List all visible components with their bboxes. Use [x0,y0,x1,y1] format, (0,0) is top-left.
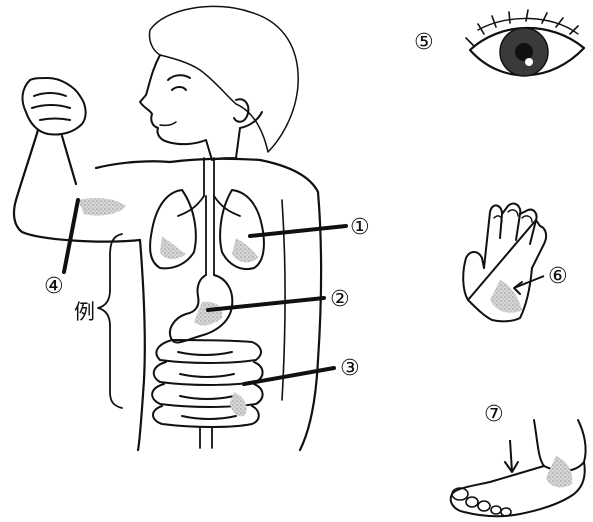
fist [23,78,86,135]
label-6: ⑥ [548,266,568,288]
pointer-7 [510,440,512,472]
esophagus [206,196,214,275]
eye-highlight [525,58,533,66]
bicep-shading [78,198,126,216]
heel-shading [546,456,572,487]
lung-right-shading [232,238,258,262]
label-2: ② [330,289,350,311]
hand-figure [463,204,546,322]
eye-figure [466,10,584,76]
hair [149,6,298,152]
pointer-3 [244,368,334,384]
example-brace [98,234,122,408]
label-3: ③ [340,358,360,380]
face-brow [168,75,190,80]
label-1: ① [350,217,370,239]
label-4: ④ [44,276,64,298]
label-7: ⑦ [484,404,504,426]
pointer-lines [64,200,346,384]
torso-side-line [282,200,285,400]
pointer-2 [208,298,324,310]
pointer-6-arrowhead [514,282,522,294]
lung-left-shading [160,236,186,259]
pointer-1 [250,226,346,236]
human-figure [14,6,321,450]
face-eye [172,87,186,90]
label-5: ⑤ [414,32,434,54]
rectum [200,428,212,448]
pointer-4 [64,200,78,272]
foot-figure [451,420,586,516]
face-mouth [160,122,176,125]
trachea [204,158,214,196]
label-example: 例 [74,296,95,326]
raised-arm [14,130,170,242]
